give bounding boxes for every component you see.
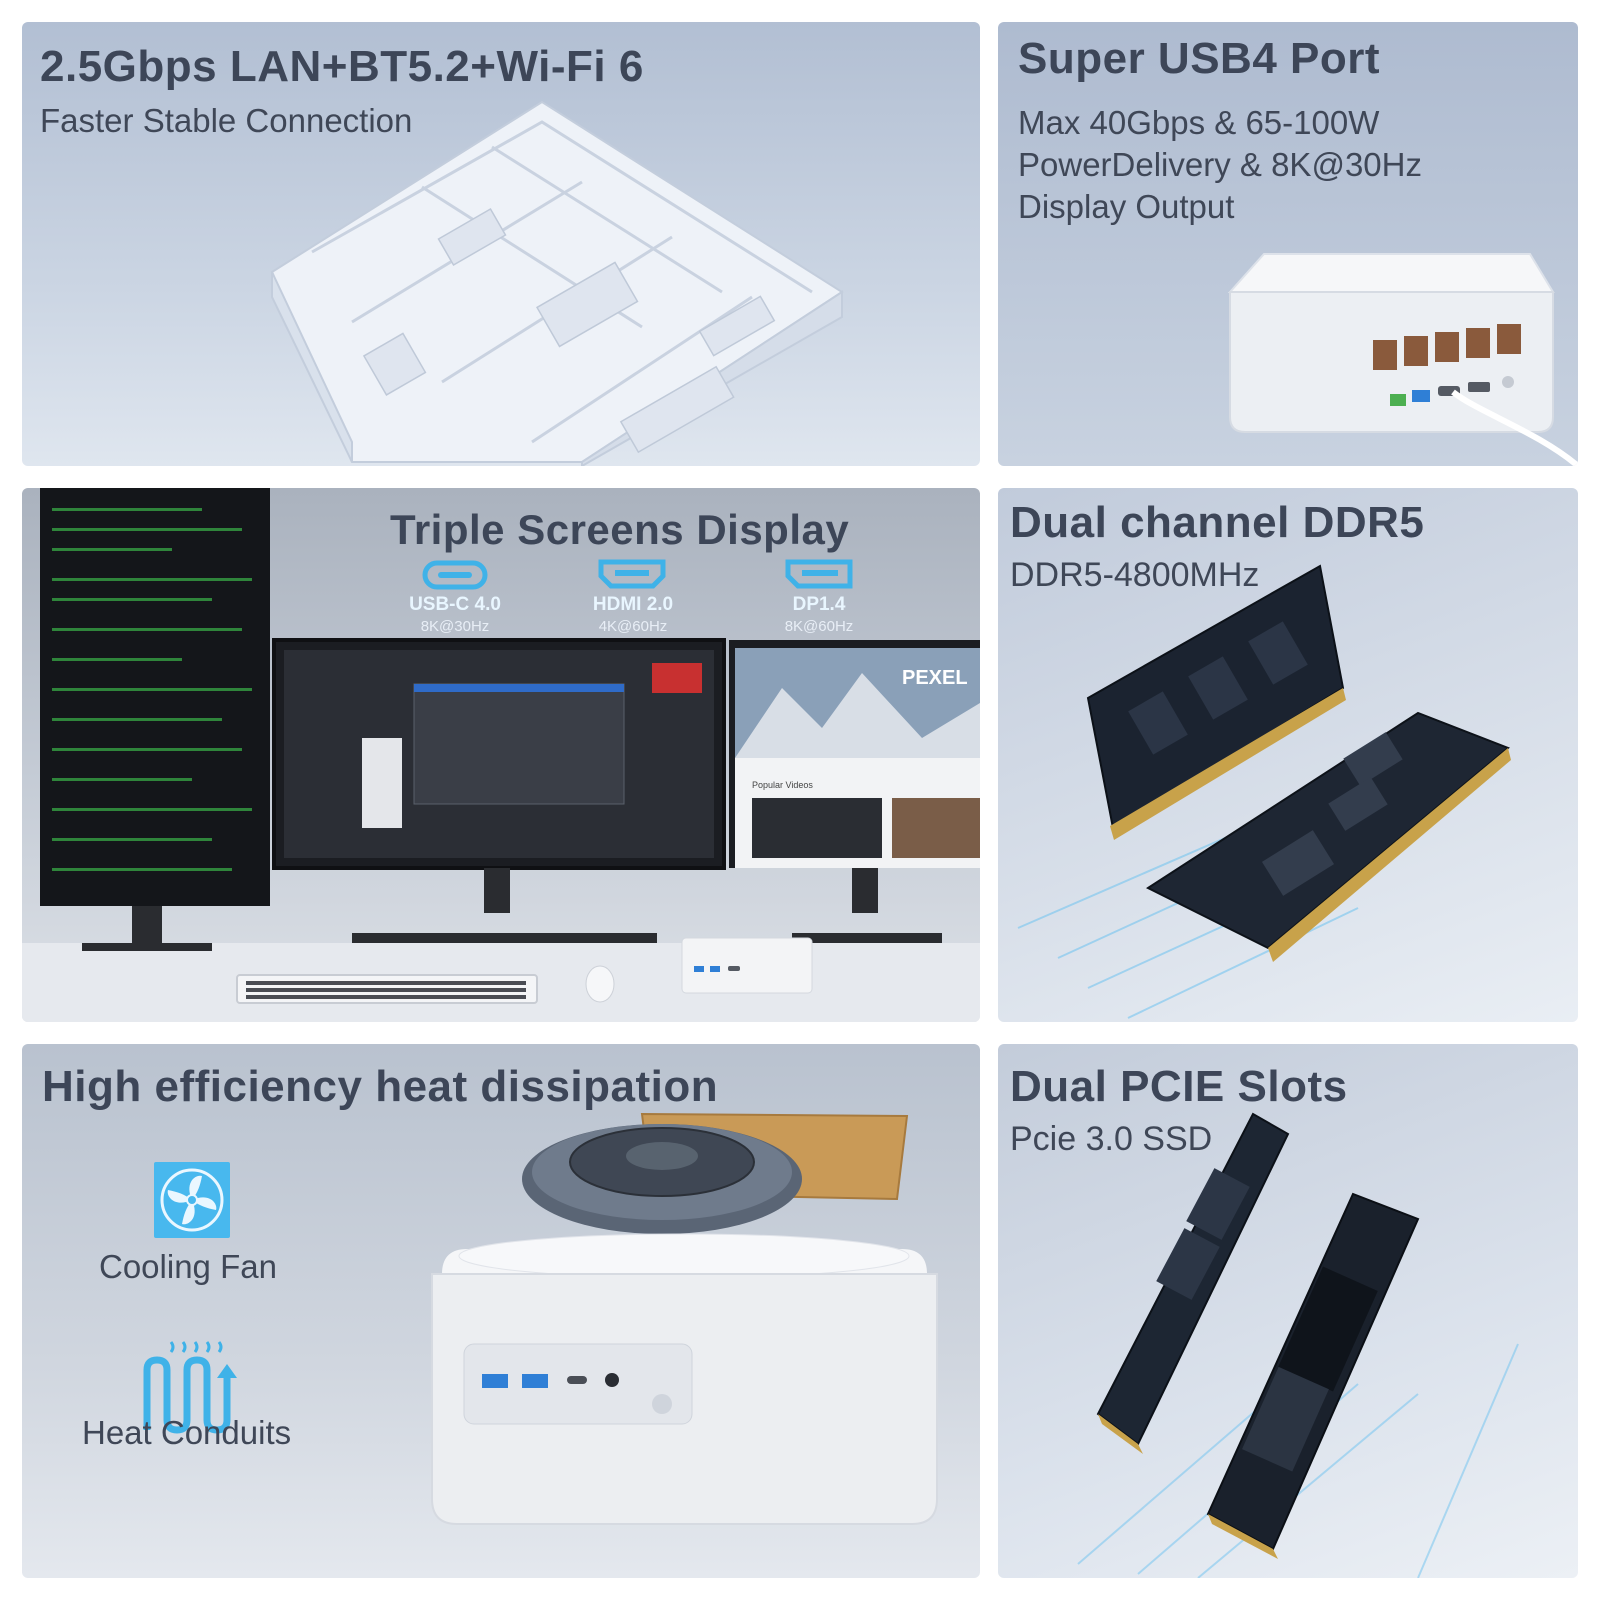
cooling-fan-icon	[154, 1162, 230, 1238]
port-name: DP1.4	[792, 594, 846, 615]
port-label-hdmi: HDMI 2.0 4K@60Hz	[558, 594, 708, 635]
panel-title: 2.5Gbps LAN+BT5.2+Wi-Fi 6	[40, 42, 644, 91]
panel-title: Triple Screens Display	[390, 506, 850, 553]
displayport-icon	[785, 559, 853, 589]
usb4-description: Max 40Gbps & 65-100W PowerDelivery & 8K@…	[1018, 102, 1422, 228]
panel-title: Dual channel DDR5	[1010, 498, 1425, 547]
mini-pc-illustration	[1227, 253, 1578, 466]
triple-monitor-illustration: PEXEL Popular Videos	[22, 488, 980, 1022]
port-spec: 8K@30Hz	[420, 618, 490, 635]
panel-title: Super USB4 Port	[1018, 34, 1381, 83]
display-panel: PEXEL Popular Videos Triple Screens Disp…	[22, 488, 980, 1022]
port-spec: 4K@60Hz	[598, 618, 668, 635]
heat-conduits-icon	[143, 1341, 237, 1434]
screen-logo-text: PEXEL	[902, 667, 968, 689]
usb-c-icon	[422, 560, 488, 590]
port-label-usb-c: USB-C 4.0 8K@30Hz	[380, 594, 530, 635]
cooling-panel: High efficiency heat dissipation Cooling…	[22, 1044, 980, 1578]
panel-subtitle: Pcie 3.0 SSD	[1010, 1120, 1213, 1158]
hdmi-icon	[598, 559, 666, 589]
ddr5-modules-illustration	[1017, 564, 1511, 1019]
feature-label-cooling-fan: Cooling Fan	[99, 1248, 277, 1285]
port-name: USB-C 4.0	[409, 594, 501, 615]
network-panel: 2.5Gbps LAN+BT5.2+Wi-Fi 6 Faster Stable …	[22, 22, 980, 466]
ssd-modules-illustration	[1077, 1112, 1519, 1578]
description-line: PowerDelivery & 8K@30Hz	[1018, 146, 1422, 183]
storage-panel: Dual PCIE Slots Pcie 3.0 SSD	[998, 1044, 1578, 1578]
description-line: Display Output	[1018, 188, 1235, 225]
screen-subtext: Popular Videos	[752, 780, 813, 790]
panel-subtitle: DDR5-4800MHz	[1010, 556, 1260, 594]
port-label-displayport: DP1.4 8K@60Hz	[744, 594, 894, 635]
panel-title: Dual PCIE Slots	[1010, 1062, 1348, 1111]
apartment-illustration	[270, 100, 844, 466]
mini-pc-fan-illustration	[431, 1112, 938, 1525]
description-line: Max 40Gbps & 65-100W	[1018, 104, 1380, 141]
port-spec: 8K@60Hz	[784, 618, 854, 635]
panel-title: High efficiency heat dissipation	[42, 1062, 719, 1111]
panel-subtitle: Faster Stable Connection	[40, 102, 413, 139]
memory-panel: Dual channel DDR5 DDR5-4800MHz	[998, 488, 1578, 1022]
usb4-panel: Super USB4 Port Max 40Gbps & 65-100W Pow…	[998, 22, 1578, 466]
feature-label-heat-conduits: Heat Conduits	[82, 1414, 292, 1451]
port-name: HDMI 2.0	[592, 594, 674, 615]
